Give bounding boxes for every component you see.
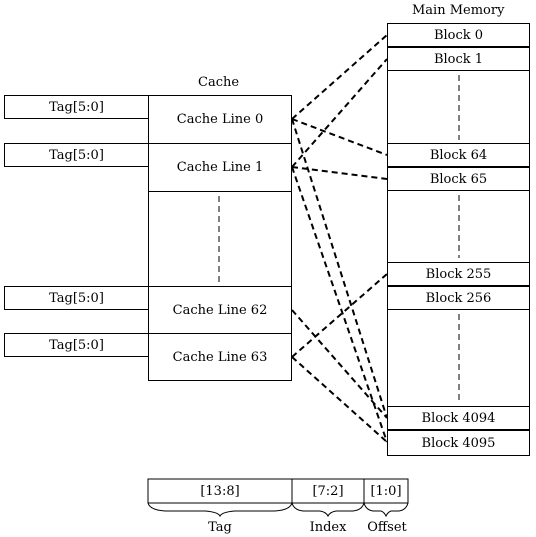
- memory-block-0: Block 0: [387, 23, 530, 47]
- tag-box-1: Tag[5:0]: [4, 143, 149, 167]
- memory-block-255-label: Block 255: [425, 266, 492, 282]
- cache-line-62-label: Cache Line 62: [172, 302, 268, 318]
- cache-line-63: Cache Line 63: [148, 333, 292, 381]
- memory-block-64: Block 64: [387, 143, 530, 167]
- memory-block-4094: Block 4094: [387, 406, 530, 430]
- memory-block-4095: Block 4095: [387, 430, 530, 456]
- tag-box-1-label: Tag[5:0]: [49, 147, 104, 163]
- map-line62-block4094: [291, 309, 388, 419]
- brace-offset: [363, 502, 409, 518]
- memory-block-256: Block 256: [387, 286, 530, 310]
- memory-block-4095-label: Block 4095: [421, 435, 496, 451]
- memory-block-65: Block 65: [387, 167, 530, 191]
- address-field-index: [291, 478, 365, 504]
- memory-block-256-label: Block 256: [425, 290, 492, 306]
- memory-block-255: Block 255: [387, 262, 530, 286]
- memory-title: Main Memory: [412, 3, 505, 18]
- map-line1-block65: [291, 166, 388, 180]
- brace-index: [291, 502, 365, 518]
- cache-title: Cache: [198, 75, 240, 90]
- address-index-bits: [7:2]: [312, 483, 344, 499]
- address-index-name: Index: [309, 519, 347, 535]
- tag-box-0: Tag[5:0]: [4, 95, 149, 119]
- memory-block-0-label: Block 0: [433, 27, 484, 43]
- cache-line-1: Cache Line 1: [148, 143, 292, 192]
- map-line63-block255: [291, 273, 388, 358]
- map-line1-block1: [291, 58, 388, 168]
- memory-block-4094-label: Block 4094: [421, 410, 496, 426]
- tag-box-0-label: Tag[5:0]: [49, 99, 104, 115]
- address-field-tag: [147, 478, 293, 504]
- address-braces: [147, 502, 409, 518]
- tag-box-63-label: Tag[5:0]: [49, 337, 104, 353]
- map-line63-block4095: [291, 356, 388, 443]
- memory-block-65-label: Block 65: [429, 171, 488, 187]
- cache-line-63-label: Cache Line 63: [172, 349, 268, 365]
- address-offset-bits: [1:0]: [370, 483, 402, 499]
- map-line0-block0: [291, 34, 388, 120]
- memory-block-1: Block 1: [387, 47, 530, 71]
- address-tag-name: Tag: [208, 519, 232, 535]
- tag-box-63: Tag[5:0]: [4, 333, 149, 357]
- map-line0-block64: [291, 118, 388, 156]
- map-line0-block4094: [291, 118, 388, 419]
- tag-box-62: Tag[5:0]: [4, 286, 149, 310]
- address-field-offset: [363, 478, 409, 504]
- memory-block-64-label: Block 64: [429, 147, 488, 163]
- map-line1-block4095: [291, 166, 388, 443]
- tag-box-62-label: Tag[5:0]: [49, 290, 104, 306]
- address-tag-bits: [13:8]: [200, 483, 240, 499]
- address-format: [147, 478, 409, 504]
- cache-line-1-label: Cache Line 1: [176, 160, 264, 175]
- cache-line-0-label: Cache Line 0: [176, 112, 264, 127]
- memory-block-1-label: Block 1: [433, 51, 484, 67]
- address-offset-name: Offset: [367, 519, 407, 535]
- brace-tag: [147, 502, 293, 518]
